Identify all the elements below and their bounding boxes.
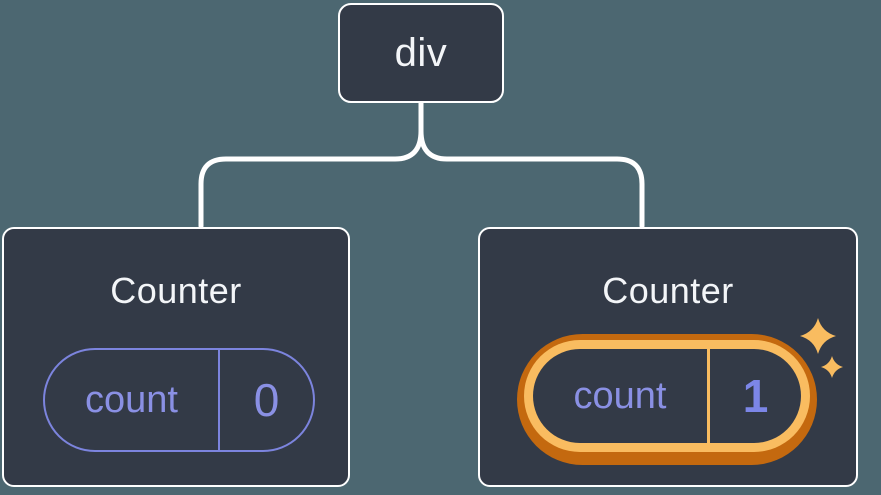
root-node-div: div	[338, 3, 504, 103]
state-pill-count: count 1	[533, 349, 801, 443]
connector-right-branch	[418, 128, 645, 229]
pill-divider	[707, 349, 710, 443]
counter-title: Counter	[110, 270, 242, 311]
state-name-label: count	[85, 379, 178, 421]
counter-title: Counter	[602, 270, 734, 311]
state-pill-highlight-ring: count 1	[517, 334, 817, 465]
state-pill-count: count 0	[43, 348, 315, 452]
state-value: 0	[253, 374, 280, 426]
pill-divider	[218, 350, 220, 450]
root-node-label: div	[394, 31, 448, 75]
counter-node-right: Counter count 1	[478, 227, 858, 487]
state-value: 1	[742, 370, 769, 422]
connector-left-branch	[198, 128, 424, 229]
counter-node-left: Counter count 0	[2, 227, 350, 487]
state-name-label: count	[573, 375, 667, 417]
